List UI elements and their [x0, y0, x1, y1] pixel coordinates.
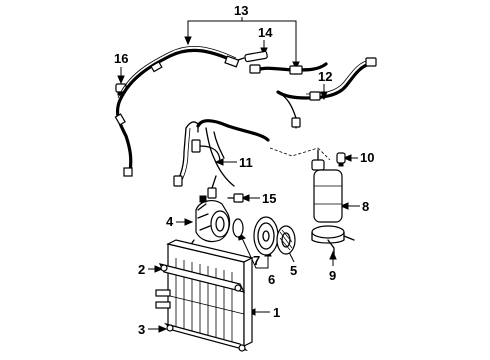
callout-5: 5: [290, 263, 297, 278]
hose-segment-right: [249, 62, 328, 75]
callout-10: 10: [360, 150, 374, 165]
cycling-switch-part-10: [336, 152, 346, 167]
callout-7: 7: [253, 253, 260, 268]
callout-6: 6: [268, 272, 275, 287]
callout-11: 11: [239, 155, 253, 170]
callout-14: 14: [258, 25, 273, 40]
clutch-assembly-part-6: [232, 216, 296, 256]
liquid-line-part-12: [276, 57, 377, 129]
routing-dashed-line: [269, 147, 331, 161]
callout-12: 12: [318, 69, 332, 84]
callout-2: 2: [138, 262, 145, 277]
callout-15: 15: [262, 191, 276, 206]
callout-4: 4: [166, 214, 174, 229]
suction-hose-left: [114, 46, 240, 177]
clutch-shim-part-7: [232, 218, 244, 238]
callout-9: 9: [329, 268, 336, 283]
compressor-part-4: [189, 175, 231, 247]
callout-3: 3: [138, 322, 145, 337]
callout-13: 13: [234, 3, 248, 18]
accumulator-drier-part-8: [311, 149, 343, 223]
hose-segment-part-14: [237, 50, 268, 63]
upper-mount-bracket-part-2: [158, 263, 246, 293]
sensor-part-15: [227, 193, 244, 203]
manifold-tube-assembly: [173, 119, 270, 187]
lower-mount-bracket-part-3: [163, 322, 249, 352]
callout-16: 16: [114, 51, 128, 66]
callout-8: 8: [362, 199, 369, 214]
accumulator-bracket-part-9: [311, 225, 355, 255]
callout-1: 1: [273, 305, 280, 320]
